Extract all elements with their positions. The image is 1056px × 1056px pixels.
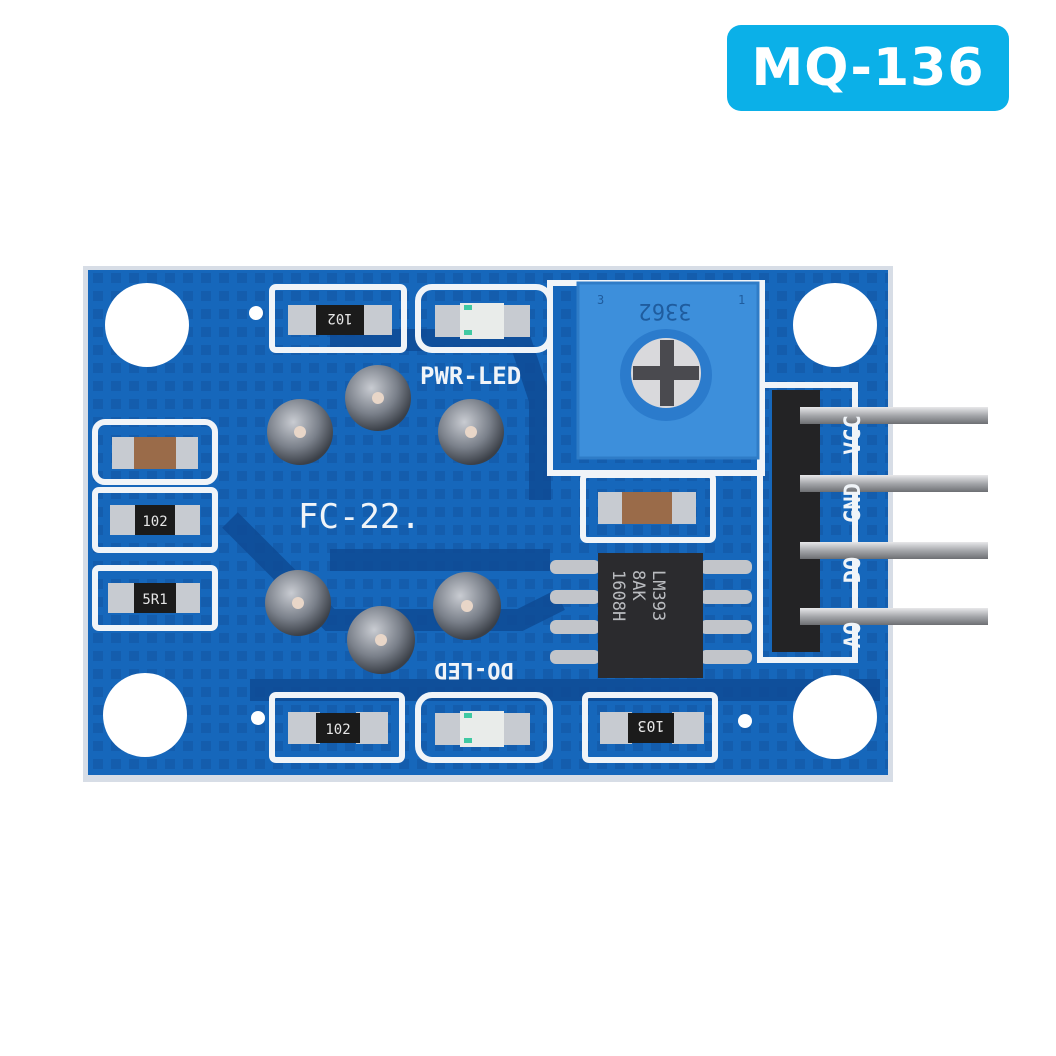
svg-text:102: 102 [142,514,167,530]
do-led-label: DO-LED [434,657,513,682]
svg-text:VCC: VCC [841,415,866,455]
svg-text:GND: GND [841,483,866,523]
capacitor-left [112,437,198,469]
svg-text:8AK: 8AK [628,570,648,601]
resistor-bottom-right: 103 [600,712,704,744]
svg-text:AO: AO [841,622,866,649]
svg-text:102: 102 [325,722,350,738]
svg-text:3: 3 [597,293,604,307]
pin-labels: VCC GND DO AO [841,415,866,648]
do-led [435,711,530,747]
resistor-left-middle: 102 [110,505,200,535]
resistor-bottom-left: 102 [288,712,388,744]
sensor-solder-joints [265,365,504,674]
svg-text:3362: 3362 [639,298,692,323]
board-name-label: FC-22. [298,497,421,537]
svg-text:1: 1 [738,293,745,307]
resistor-left-lower: 5R1 [108,583,200,613]
svg-text:5R1: 5R1 [142,592,167,608]
capacitor-right [598,492,696,524]
lm393-ic: LM393 8AK 1608H [550,553,752,678]
svg-text:103: 103 [637,717,664,735]
mounting-holes [103,283,877,759]
pcb-traces [222,329,880,701]
svg-text:1608H: 1608H [608,570,628,621]
pwr-led [435,303,530,339]
pin-header [772,390,988,652]
resistor-top: 102 [288,305,392,335]
svg-text:102: 102 [327,310,352,326]
pwr-led-label: PWR-LED [420,362,521,390]
svg-text:DO: DO [841,557,866,584]
potentiometer: 3362 3 1 [576,281,760,460]
model-badge: MQ-136 [727,25,1009,111]
svg-text:LM393: LM393 [648,570,668,621]
